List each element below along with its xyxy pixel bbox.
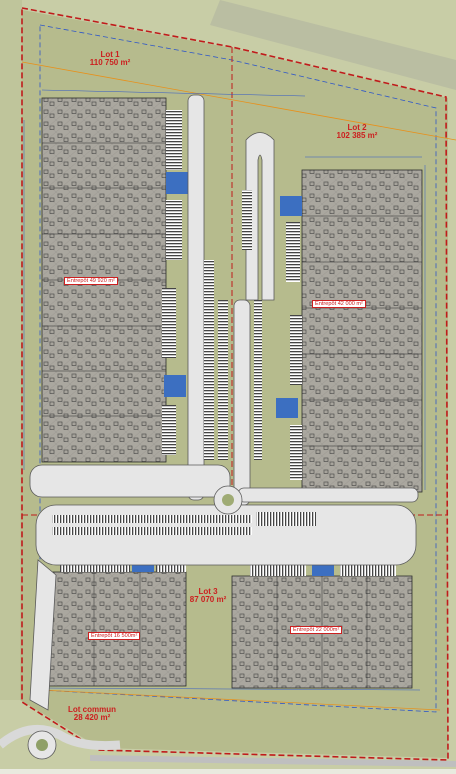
dimension-lines <box>23 89 426 691</box>
warehouse-lot2-building <box>301 169 423 493</box>
easement-line <box>21 61 456 141</box>
roundabout-island <box>222 494 234 506</box>
lot-common-name: Lot commun <box>68 705 116 714</box>
warehouse-lot3a-tag: Entrepôt 16 500m² <box>88 632 141 640</box>
warehouse-lot3b-tag: Entrepôt 22 000m² <box>290 626 343 634</box>
lot2-name: Lot 2 <box>347 123 367 132</box>
road-north <box>210 0 456 90</box>
lot1-area: 110 750 m² <box>89 58 131 68</box>
warehouse-lot3a-building <box>47 571 187 687</box>
warehouse-lot2-ridges <box>302 215 422 447</box>
neighbouring-field <box>0 0 22 700</box>
access-roundabout-island <box>36 739 48 751</box>
warehouse-lot2-docks <box>276 196 302 480</box>
lot2-label: Lot 2 102 385 m² <box>327 123 387 141</box>
warehouse-lot1-docks <box>162 110 188 455</box>
lot3-label: Lot 3 87 070 m² <box>180 587 236 605</box>
access-roundabout-road <box>0 724 121 750</box>
warehouse-lot3a-ridges <box>93 572 141 686</box>
lot-common-label: Lot commun 28 420 m² <box>60 705 124 723</box>
lot1-name: Lot 1 <box>100 50 120 59</box>
parking-bays <box>52 190 316 535</box>
lot1-label: Lot 1 110 750 m² <box>80 50 140 68</box>
lot3-name: Lot 3 <box>198 587 218 596</box>
warehouse-lot1-tag: Entrepôt 49 920 m² <box>64 277 118 285</box>
easement-line-south <box>39 689 441 711</box>
warehouse-lot2-tag: Entrepôt 42 000 m² <box>312 300 366 308</box>
lot3-area: 87 070 m² <box>189 595 227 605</box>
south-road <box>89 755 456 767</box>
lot2-area: 102 385 m² <box>336 131 378 141</box>
lot-common-area: 28 420 m² <box>73 713 111 723</box>
